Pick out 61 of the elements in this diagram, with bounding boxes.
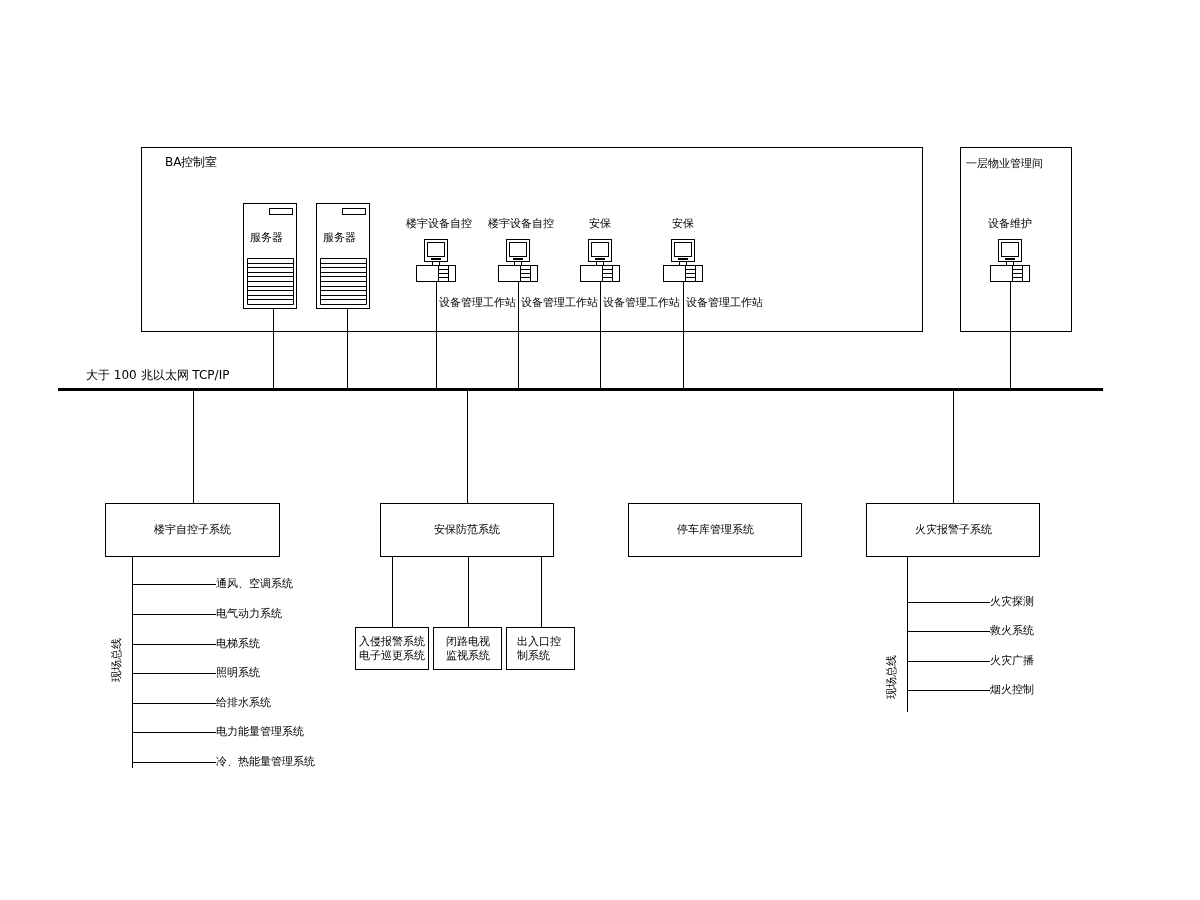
room-label: 一层物业管理间	[966, 157, 1043, 171]
workstation-label: 设备维护	[988, 217, 1032, 231]
connector-line	[391, 556, 393, 628]
system-box	[506, 627, 575, 670]
item-label: 烟火控制	[990, 683, 1034, 697]
item-label: 火灾探测	[990, 595, 1034, 609]
system-box	[105, 503, 280, 557]
item-label: 电气动力系统	[216, 607, 282, 621]
server-label: 服务器	[323, 231, 356, 245]
connector-line	[952, 390, 954, 504]
workstation-caption: 设备管理工作站	[521, 296, 598, 310]
vertical-label: 现场总线	[885, 655, 899, 699]
system-box	[355, 627, 429, 670]
room-box	[960, 147, 1072, 332]
connector-line	[540, 556, 542, 628]
workstation-caption: 设备管理工作站	[603, 296, 680, 310]
system-label: 安保防范系统	[434, 523, 500, 537]
system-label: 电子巡更系统	[359, 648, 425, 663]
system-label: 闭路电视监视系统	[444, 634, 491, 663]
connector-line	[131, 556, 217, 769]
connector-line	[466, 390, 468, 504]
workstation-label: 安保	[589, 217, 611, 231]
workstation-caption: 设备管理工作站	[439, 296, 516, 310]
room-box	[141, 147, 923, 332]
item-label: 电力能量管理系统	[216, 725, 304, 739]
item-label: 救火系统	[990, 624, 1034, 638]
system-box	[866, 503, 1040, 557]
server-tower	[316, 203, 370, 309]
connector-line	[682, 281, 684, 389]
connector-line	[192, 390, 194, 504]
connector-line	[346, 308, 348, 389]
system-label: 火灾报警子系统	[914, 523, 992, 537]
connector-line	[467, 556, 469, 628]
system-box	[433, 627, 502, 670]
item-label: 照明系统	[216, 666, 260, 680]
connector-line	[599, 281, 601, 389]
system-label: 入侵报警系统	[359, 634, 425, 649]
workstation-label: 楼宇设备自控	[406, 217, 472, 231]
server-tower	[243, 203, 297, 309]
connector-line	[272, 308, 274, 389]
bus-label: 大于 100 兆以太网 TCP/IP	[86, 368, 230, 382]
workstation-label: 安保	[672, 217, 694, 231]
system-box	[628, 503, 802, 557]
connector-line	[517, 281, 519, 389]
server-label: 服务器	[250, 231, 283, 245]
connector-line	[1009, 281, 1011, 389]
workstation-label: 楼宇设备自控	[488, 217, 554, 231]
vertical-label: 现场总线	[110, 638, 124, 682]
item-label: 电梯系统	[216, 637, 260, 651]
system-label: 停车库管理系统	[676, 523, 754, 537]
item-label: 火灾广播	[990, 654, 1034, 668]
room-label: BA控制室	[165, 155, 218, 170]
system-box	[380, 503, 554, 557]
system-label: 楼宇自控子系统	[154, 523, 231, 537]
connector-line	[435, 281, 437, 389]
item-label: 通风、空调系统	[216, 577, 293, 591]
workstation-caption: 设备管理工作站	[686, 296, 763, 310]
system-label: 出入口控制系统	[517, 634, 562, 663]
connector-line	[906, 556, 991, 713]
item-label: 冷、热能量管理系统	[216, 755, 315, 769]
item-label: 给排水系统	[216, 696, 271, 710]
